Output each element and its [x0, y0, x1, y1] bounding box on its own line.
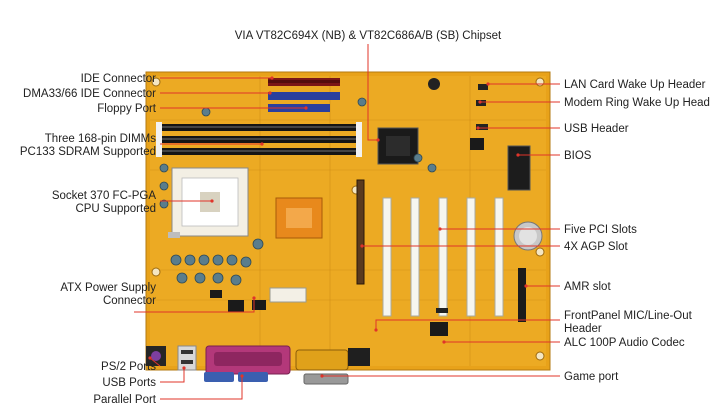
audio-codec-label: ALC 100P Audio Codec [564, 337, 685, 349]
lan-wake-label: LAN Card Wake Up Header [564, 79, 706, 91]
ide-connector-label: IDE Connector [81, 73, 157, 85]
atx-label-line1: ATX Power Supply [60, 282, 156, 294]
ps2-ports-label: PS/2 Ports [101, 361, 156, 373]
floppy-port-label: Floppy Port [97, 103, 157, 115]
frontpanel-label-line2: Header [564, 323, 602, 335]
agp-slot-label: 4X AGP Slot [564, 241, 629, 253]
parallel-port-shape [204, 345, 291, 382]
dimm-label-line2: PC133 SDRAM Supported [20, 146, 156, 158]
amr-slot-label: AMR slot [564, 281, 611, 293]
dimm-slots-shape [156, 122, 362, 157]
frontpanel-label-line1: FrontPanel MIC/Line-Out [564, 310, 693, 322]
dma-ide-connector-shape [268, 92, 340, 100]
amr-slot-shape [518, 268, 526, 322]
game-port-label: Game port [564, 371, 619, 383]
agp-slot-shape [356, 179, 365, 285]
modem-wake-label: Modem Ring Wake Up Header [564, 97, 710, 109]
pci-slots-shape [382, 197, 504, 317]
atx-label-line2: Connector [103, 295, 156, 307]
parallel-port-label: Parallel Port [93, 394, 156, 406]
usb-ports-label: USB Ports [102, 377, 156, 389]
bios-chip-shape [507, 145, 531, 191]
atx-power-connector-shape [269, 287, 307, 303]
game-port-shape [295, 349, 349, 385]
leader-lines [134, 44, 560, 400]
usb-ports-shape [177, 345, 197, 371]
socket-label-line1: Socket 370 FC-PGA [52, 190, 157, 202]
chipset-label: VIA VT82C694X (NB) & VT82C686A/B (SB) Ch… [235, 30, 502, 42]
bios-label: BIOS [564, 150, 592, 162]
dma-ide-connector-label: DMA33/66 IDE Connector [23, 88, 156, 100]
dimm-label-line1: Three 168-pin DIMMs [45, 133, 156, 145]
usb-header-label: USB Header [564, 123, 629, 135]
cpu-socket-shape [168, 167, 249, 238]
socket-label-line2: CPU Supported [75, 203, 156, 215]
ps2-ports-shape [146, 346, 166, 366]
motherboard-board [145, 71, 551, 385]
pci-slots-label: Five PCI Slots [564, 224, 637, 236]
